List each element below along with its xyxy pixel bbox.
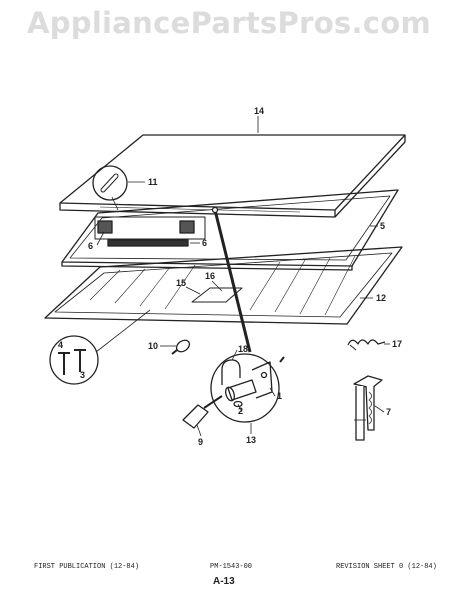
watermark-text: AppliancePartsPros.com <box>26 6 432 40</box>
callout-1: 1 <box>277 391 282 401</box>
callout-9: 9 <box>198 437 203 447</box>
footer-revision: REVISION SHEET 0 (12-84) <box>336 563 437 571</box>
callout-13: 13 <box>246 435 256 445</box>
hinge-clip-part <box>347 339 386 351</box>
callout-18: 18 <box>238 344 248 354</box>
callout-5: 5 <box>380 221 385 231</box>
callout-17: 17 <box>392 339 402 349</box>
center-pad-part <box>191 287 243 303</box>
callout-10: 10 <box>148 341 158 351</box>
lock-assembly-callout <box>210 353 285 423</box>
screw-detail-callout <box>49 309 151 385</box>
callout-6b: 6 <box>202 238 207 248</box>
callout-12: 12 <box>376 293 386 303</box>
lid-gasket-part <box>44 246 403 325</box>
hinge-assembly-part <box>353 375 383 441</box>
footer-document-number: PM-1543-00 <box>210 563 253 571</box>
footer-publication: FIRST PUBLICATION (12-84) <box>34 563 140 571</box>
lock-rod-line <box>213 209 252 353</box>
lock-key-part <box>182 395 223 429</box>
callout-7: 7 <box>386 407 391 417</box>
callout-15: 15 <box>176 278 186 288</box>
callout-6a: 6 <box>88 241 93 251</box>
callout-3: 3 <box>80 370 85 380</box>
liner-label-plates <box>94 216 206 247</box>
light-bulb-part <box>171 339 191 355</box>
rod-anchor-point <box>211 206 219 214</box>
callout-14: 14 <box>254 106 264 116</box>
callout-16: 16 <box>205 271 215 281</box>
pin-detail-callout <box>92 165 128 211</box>
callout-11: 11 <box>148 177 158 187</box>
callout-2: 2 <box>238 406 243 416</box>
callout-4: 4 <box>58 340 63 350</box>
sheet-number: A-13 <box>213 576 235 587</box>
lid-panel-part <box>59 134 406 218</box>
lid-liner-part <box>61 189 399 271</box>
